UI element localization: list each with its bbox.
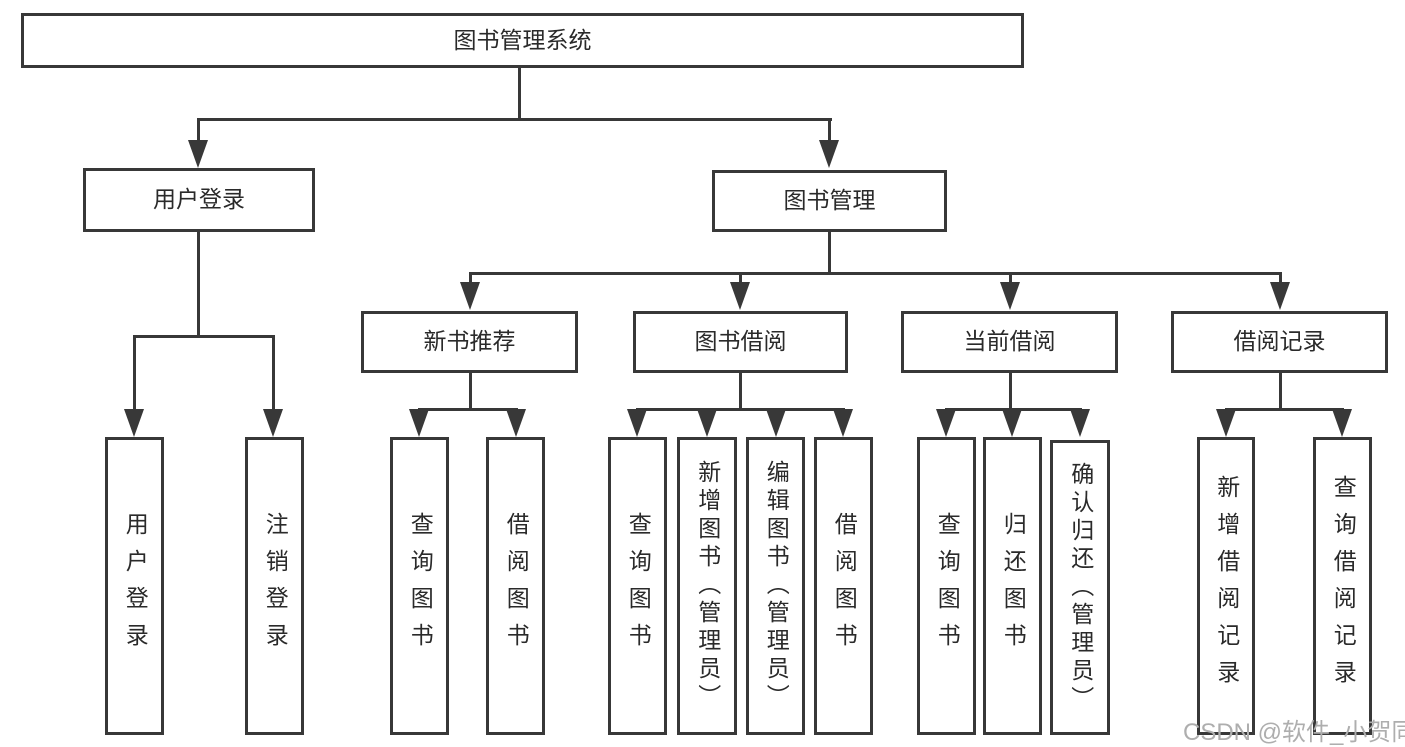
arrowhead-down-query-borrow-record xyxy=(1332,409,1352,437)
connector-user-login-stem xyxy=(197,232,200,335)
arrowhead-down-leaf-user-login xyxy=(124,409,144,437)
arrowhead-down-book-management xyxy=(819,140,839,168)
connector-root-stem xyxy=(518,68,521,118)
arrowhead-down-current-borrow xyxy=(1000,282,1020,310)
connector-new-book-bar xyxy=(418,408,518,411)
node-borrowing-records: 借阅记录 xyxy=(1171,311,1388,373)
connector-new-book-stem xyxy=(469,373,472,408)
connector-book-management-stem xyxy=(828,232,831,272)
connector-drop-leaf-logout xyxy=(272,335,275,410)
connector-root-bar xyxy=(197,118,832,121)
leaf-logout: 注销登录 xyxy=(245,437,304,735)
arrowhead-down-book-borrow xyxy=(730,282,750,310)
arrowhead-down-add-borrow-record xyxy=(1216,409,1236,437)
leaf-borrow-books-borrow: 借阅图书 xyxy=(814,437,873,735)
connector-drop-current-borrow xyxy=(1009,272,1012,284)
arrowhead-down-confirm-return xyxy=(1070,409,1090,437)
leaf-borrow-books-recommend: 借阅图书 xyxy=(486,437,545,735)
leaf-add-borrow-record: 新增借阅记录 xyxy=(1197,437,1255,735)
leaf-query-books-borrow: 查询图书 xyxy=(608,437,667,735)
connector-drop-book-borrow xyxy=(739,272,742,284)
arrowhead-down-user-login xyxy=(188,140,208,168)
leaf-return-books: 归还图书 xyxy=(983,437,1042,735)
arrowhead-down-query-books-2 xyxy=(627,409,647,437)
arrowhead-down-edit-book xyxy=(766,409,786,437)
leaf-add-book-admin: 新增图书（管理员） xyxy=(677,437,737,735)
arrowhead-down-borrow-books-1 xyxy=(506,409,526,437)
leaf-edit-book-admin: 编辑图书（管理员） xyxy=(746,437,805,735)
leaf-query-borrow-record: 查询借阅记录 xyxy=(1313,437,1372,735)
node-book-borrowing: 图书借阅 xyxy=(633,311,848,373)
node-library-management-system: 图书管理系统 xyxy=(21,13,1024,68)
arrowhead-down-borrow-books-2 xyxy=(833,409,853,437)
leaf-query-books-current: 查询图书 xyxy=(917,437,976,735)
arrowhead-down-query-books-3 xyxy=(936,409,956,437)
leaf-confirm-return-admin: 确认归还（管理员） xyxy=(1050,440,1110,735)
arrowhead-down-query-books-1 xyxy=(409,409,429,437)
connector-user-login-bar xyxy=(133,335,275,338)
connector-book-borrow-stem xyxy=(739,373,742,408)
connector-drop-book-management xyxy=(828,118,831,143)
node-new-book-recommendation: 新书推荐 xyxy=(361,311,578,373)
connector-book-management-bar xyxy=(469,272,1282,275)
arrowhead-down-leaf-logout xyxy=(263,409,283,437)
connector-drop-user-login xyxy=(197,118,200,143)
connector-book-borrow-bar xyxy=(636,408,845,411)
connector-borrow-records-stem xyxy=(1279,373,1282,408)
leaf-user-login: 用户登录 xyxy=(105,437,164,735)
arrowhead-down-borrow-records xyxy=(1270,282,1290,310)
connector-drop-new-book xyxy=(469,272,472,284)
connector-borrow-records-bar xyxy=(1225,408,1344,411)
connector-drop-leaf-user-login xyxy=(133,335,136,410)
arrowhead-down-return-books xyxy=(1002,409,1022,437)
node-user-login: 用户登录 xyxy=(83,168,315,232)
leaf-query-books-recommend: 查询图书 xyxy=(390,437,449,735)
connector-drop-borrow-records xyxy=(1279,272,1282,284)
arrowhead-down-add-book xyxy=(697,409,717,437)
node-current-borrowing: 当前借阅 xyxy=(901,311,1118,373)
csdn-watermark: CSDN @软件_小贺同学 xyxy=(1183,719,1405,746)
node-book-management: 图书管理 xyxy=(712,170,947,232)
connector-current-borrow-stem xyxy=(1009,373,1012,408)
arrowhead-down-new-book xyxy=(460,282,480,310)
